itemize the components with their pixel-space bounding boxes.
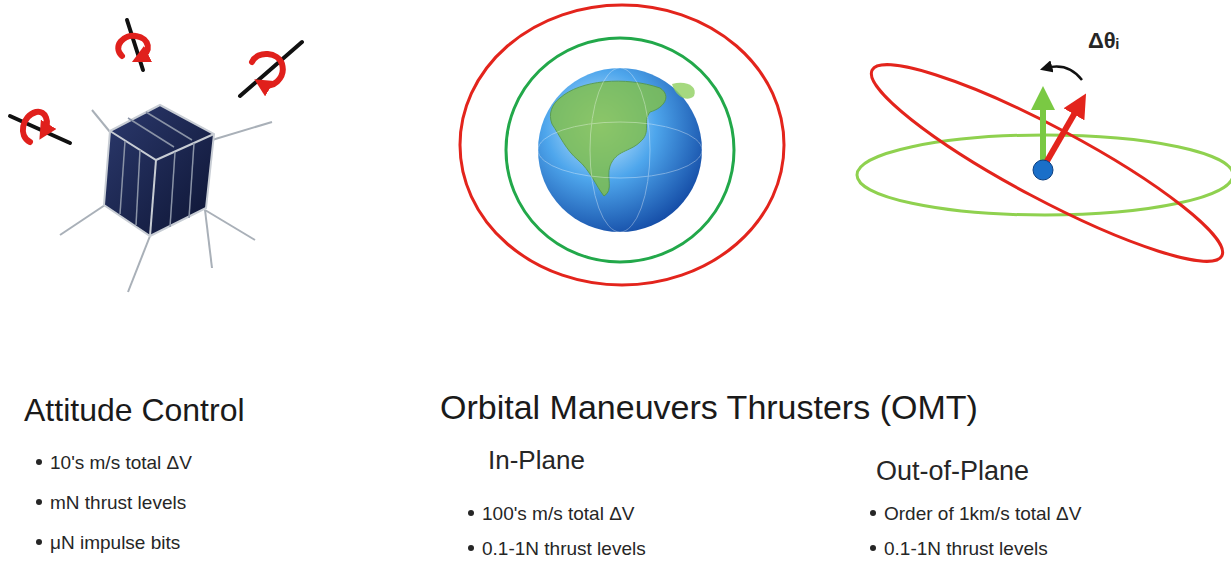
bullet-item-wrap: 10's m/s total ΔV — [36, 452, 192, 474]
bullet-item: μN impulse bits — [50, 532, 180, 553]
section-heading-wrap: Orbital Maneuvers Thrusters (OMT) — [440, 388, 978, 427]
sub-heading: Out-of-Plane — [876, 456, 1029, 486]
bullet-item: 10's m/s total ΔV — [50, 452, 192, 473]
sub-heading: In-Plane — [488, 445, 585, 475]
bullet-dot — [36, 539, 42, 545]
section-heading: Orbital Maneuvers Thrusters (OMT) — [440, 388, 978, 426]
bullet-dot — [870, 510, 876, 516]
sub-heading-wrap: Out-of-Plane — [876, 456, 1029, 487]
bullet-item-wrap: 0.1-1N thrust levels — [870, 538, 1048, 560]
inclination-figure — [855, 38, 1231, 287]
bullet-item-wrap: μN impulse bits — [36, 532, 180, 554]
angle-label-wrap: Δθᵢ — [1088, 28, 1119, 53]
bullet-item-wrap: Order of 1km/s total ΔV — [870, 503, 1081, 525]
sub-heading-wrap: In-Plane — [488, 446, 585, 476]
bullet-item-wrap: 0.1-1N thrust levels — [468, 538, 646, 560]
bullet-item: 0.1-1N thrust levels — [884, 538, 1048, 559]
bullet-item: 100's m/s total ΔV — [482, 503, 635, 524]
angle-label: Δθᵢ — [1088, 28, 1119, 53]
bullet-dot — [36, 499, 42, 505]
bullet-item-wrap: mN thrust levels — [36, 492, 186, 514]
bullet-item: mN thrust levels — [50, 492, 186, 513]
bullet-dot — [468, 545, 474, 551]
bullet-dot — [468, 510, 474, 516]
bullet-item-wrap: 100's m/s total ΔV — [468, 503, 635, 525]
cubesat-figure — [10, 20, 302, 292]
earth-orbits-figure — [460, 5, 784, 285]
section-heading: Attitude Control — [24, 392, 245, 428]
section-heading-wrap: Attitude Control — [24, 392, 245, 429]
bullet-dot — [36, 459, 42, 465]
bullet-item: 0.1-1N thrust levels — [482, 538, 646, 559]
bullet-dot — [870, 545, 876, 551]
bullet-item: Order of 1km/s total ΔV — [884, 503, 1081, 524]
